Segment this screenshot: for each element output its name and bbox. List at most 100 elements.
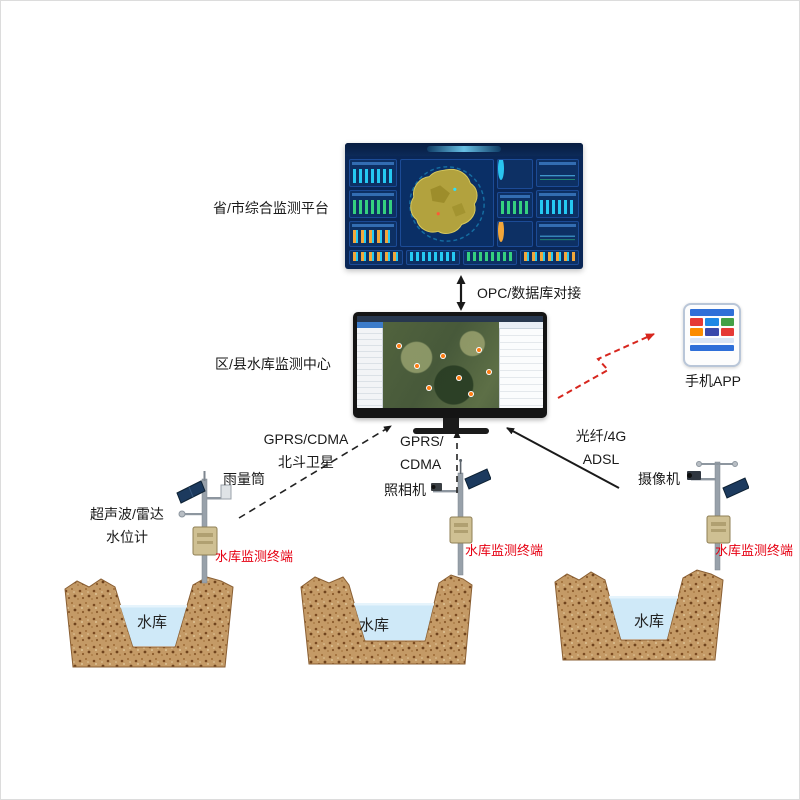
water [354,603,434,640]
link-middle-line2: CDMA [400,456,442,472]
platform-label: 省/市综合监测平台 [213,200,329,216]
reservoir-basin-right [554,569,724,661]
dashboard-title-glow [427,146,501,152]
control-box-panel [454,523,468,527]
monitor-stand-base [413,428,489,434]
wind-arm [699,463,735,465]
link-left-line1: GPRS/CDMA [263,431,349,447]
dashboard-panel [463,250,517,265]
app-icon [705,318,719,326]
soil-bank [554,569,724,661]
monitor-station-left [176,471,232,584]
mobile-phone [683,303,741,367]
video-camera-lens [687,473,692,478]
wind-cup [696,461,702,467]
soil-bank [64,576,234,668]
dashboard-gauge-panel [497,221,533,247]
terminal-label-middle: 水库监测终端 [465,543,544,558]
station-marker [415,364,419,368]
station-marker [397,344,401,348]
link-right-label: 光纤/4G ADSL [557,425,645,471]
terminal-label-right: 水库监测终端 [715,543,794,558]
solar-panel-grid [188,486,194,498]
dashboard-panel [406,250,460,265]
water-surface [354,603,434,606]
link-right-line2: ADSL [582,451,620,467]
dashboard-panel [349,159,397,187]
opc-double-arrow [456,275,466,311]
control-box-panel [197,541,213,544]
control-box-panel [454,530,468,533]
phone-list-row [690,338,734,343]
video-camera-label: 摄像机 [638,471,680,487]
layer-sidebar [357,322,383,408]
dashboard-panel [497,192,533,218]
water-level-label: 超声波/雷达 水位计 [81,503,173,549]
antenna [459,459,462,474]
dashboard-panel [536,159,579,187]
rain-gauge-cylinder [220,484,232,500]
reservoir-basin-left [64,576,234,668]
dashboard-map [400,159,494,247]
monitor-stand-neck [443,418,459,429]
county-center-monitor [353,312,547,418]
app-icon [690,318,704,326]
link-left-label: GPRS/CDMA 北斗卫星 [258,428,354,474]
antenna-tip [459,459,463,462]
link-left-line2: 北斗卫星 [278,454,334,470]
station-marker [469,392,473,396]
solar-panel [722,477,749,499]
station-mast [203,471,206,481]
monitor-station-middle [431,459,491,576]
station-marker [427,386,431,390]
sensor-arm [691,478,716,481]
dashboard-gauge-panel [497,159,533,189]
province-platform-screenshot [345,143,583,269]
dashboard-panel [349,221,397,247]
dashboard-panel [349,250,403,265]
camera-lens [431,485,436,489]
rain-gauge-label: 雨量筒 [223,471,265,487]
reservoir-label-middle: 水库 [358,617,389,634]
dashboard-panel [536,221,579,247]
link-middle-label: GPRS/ CDMA [400,430,444,476]
phone-app-icons [690,318,734,336]
wind-cup [732,461,738,467]
link-middle-line1: GPRS/ [400,433,444,449]
water-surface [120,605,187,608]
gis-map-screen [357,316,543,408]
camera-label: 照相机 [384,482,426,498]
app-icon [690,328,704,336]
sensor-arm [433,490,459,493]
water-level-line1: 超声波/雷达 [90,506,164,522]
station-table-header [499,322,543,329]
region-map [409,166,485,242]
soil-bank [300,574,473,665]
water [609,596,678,639]
app-icon [705,328,719,336]
station-marker [441,354,445,358]
camera-body [431,483,442,491]
control-box-panel [711,522,726,526]
dashboard-panel [349,190,397,218]
county-center-label: 区/县水库监测中心 [215,356,331,372]
sensor-arm [207,497,225,500]
phone-footer-bar [690,345,734,351]
reservoir-label-left: 水库 [136,614,167,631]
reservoir-label-right: 水库 [633,613,664,630]
dashboard-panel [520,250,579,265]
phone-app-header [690,309,734,316]
app-icon [720,318,734,326]
phone-app-label: 手机APP [685,373,742,389]
station-table [499,322,543,408]
station-marker [487,370,491,374]
link-right-line1: 光纤/4G [575,428,627,444]
screen-toolbar [357,316,543,322]
control-box-panel [711,529,726,532]
station-marker [457,376,461,380]
terminal-label-left: 水库监测终端 [215,549,294,564]
sensor-arm-2 [183,513,203,516]
layer-sidebar-header [357,322,383,328]
opc-link-label: OPC/数据库对接 [477,285,582,301]
